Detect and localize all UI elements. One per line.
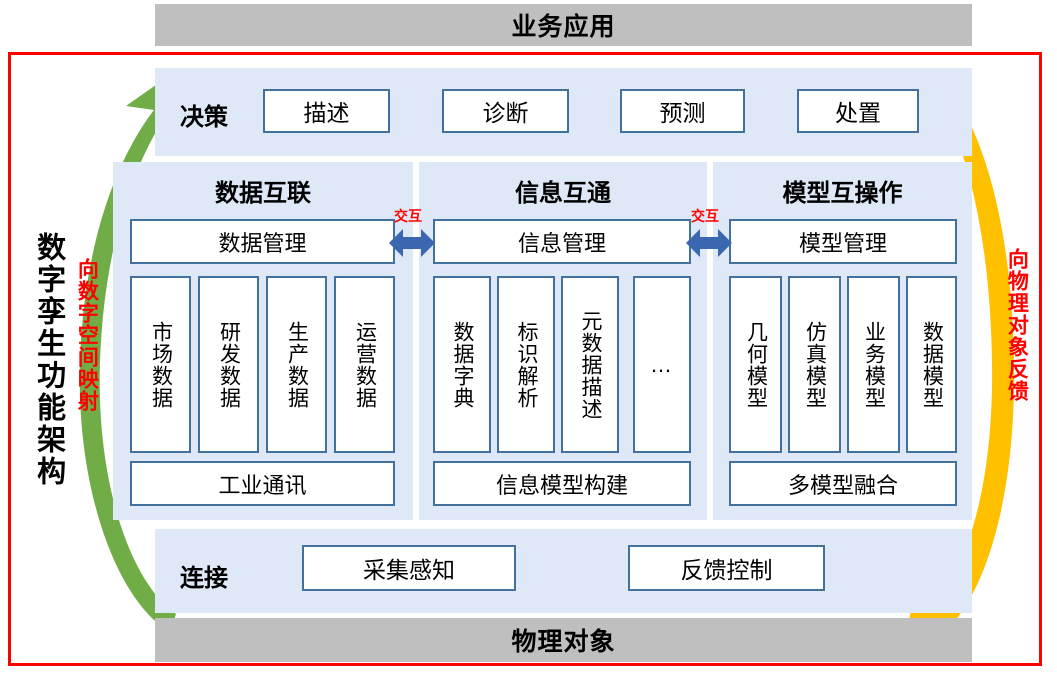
column-title-model: 模型互操作	[782, 180, 903, 207]
connection-box-acquisition[interactable]: 采集感知	[302, 545, 516, 591]
interaction-label-1: 交互	[394, 208, 422, 224]
cell-production-data[interactable]: 生产数据	[266, 276, 327, 453]
cell-identifier-resolution[interactable]: 标识解析	[497, 276, 555, 453]
decision-box-dispose[interactable]: 处置	[797, 89, 919, 133]
feedback-to-physical-object-label: 向物理对象反馈	[1005, 248, 1029, 402]
information-model-construction-box[interactable]: 信息模型构建	[433, 461, 691, 506]
business-application-bar: 业务应用	[155, 4, 972, 46]
mapping-to-digital-space-label: 向数字空间映射	[75, 258, 99, 412]
cell-data-dictionary[interactable]: 数据字典	[433, 276, 491, 453]
architecture-frame	[8, 52, 1042, 666]
cell-geometry-model[interactable]: 几何模型	[729, 276, 782, 453]
connection-box-feedback-control[interactable]: 反馈控制	[628, 545, 825, 591]
industrial-communication-box[interactable]: 工业通讯	[130, 461, 395, 506]
cell-market-data[interactable]: 市场数据	[130, 276, 191, 453]
cell-business-model[interactable]: 业务模型	[847, 276, 900, 453]
model-management-box[interactable]: 模型管理	[729, 219, 957, 264]
double-headed-arrow-icon	[686, 229, 732, 257]
column-title-information: 信息互通	[515, 180, 611, 207]
physical-object-bar: 物理对象	[155, 618, 972, 662]
decision-row-label: 决策	[180, 104, 228, 131]
cell-more-ellipsis[interactable]: …	[633, 276, 691, 453]
connection-row-label: 连接	[180, 565, 228, 592]
connection-row-panel	[155, 529, 972, 613]
cell-data-model[interactable]: 数据模型	[906, 276, 957, 453]
double-headed-arrow-icon	[389, 229, 435, 257]
data-management-box[interactable]: 数据管理	[130, 219, 395, 264]
page-title: 数字孪生功能架构	[32, 232, 65, 488]
cell-rnd-data[interactable]: 研发数据	[198, 276, 259, 453]
decision-box-describe[interactable]: 描述	[263, 89, 390, 133]
decision-box-predict[interactable]: 预测	[620, 89, 745, 133]
cell-simulation-model[interactable]: 仿真模型	[788, 276, 841, 453]
cell-metadata-description[interactable]: 元数据描述	[561, 276, 619, 453]
column-title-data: 数据互联	[215, 180, 311, 207]
cell-operation-data[interactable]: 运营数据	[334, 276, 395, 453]
information-management-box[interactable]: 信息管理	[433, 219, 691, 264]
interaction-label-2: 交互	[691, 208, 719, 224]
decision-box-diagnose[interactable]: 诊断	[442, 89, 569, 133]
multi-model-fusion-box[interactable]: 多模型融合	[729, 461, 957, 506]
